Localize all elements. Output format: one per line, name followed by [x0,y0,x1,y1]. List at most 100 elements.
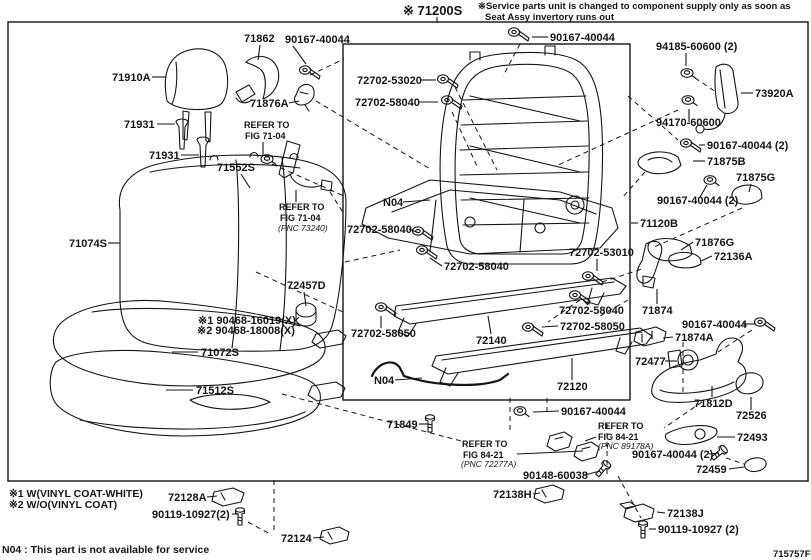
part-label-90167-40044: 90167-40044 (2) [657,195,739,207]
part-label-90167-40044-leader [292,45,307,65]
part-label-72136A: 72136A [714,251,753,263]
nut-icon [681,95,698,107]
service-note-line2: Seat Assy invertory runs out [485,12,615,23]
screw-icon [679,138,702,153]
part-label-90167-40044: 90167-40044 (2) [707,140,789,152]
line-art [49,45,767,545]
screw-icon [753,317,776,332]
part-label-71876A: 71876A [250,98,289,110]
part-label-71552S: 71552S [217,162,255,174]
refer-note: FIG 84-21 [463,450,504,460]
bracket-71874A-drawing [633,326,667,347]
cover-72124-drawing [319,526,350,545]
seatback-frame-drawing [439,45,604,265]
part-label-72128A: 72128A [168,492,207,504]
part-label-71849: 71849 [387,419,418,431]
nut-icon [513,406,530,418]
part-label-72138H-leader [532,492,541,495]
screw-icon [415,245,438,260]
part-label-71862-leader [257,44,261,61]
part-label-72702-58050: 72702-58050 [560,321,625,333]
part-label-90119-10927: 90119-10927(2) [152,509,230,521]
part-label-71875G: 71875G [736,172,775,184]
part-label-72140-leader [487,315,492,335]
diagram-borders [7,21,809,482]
part-label-71874A-leader [662,336,674,339]
service-unit-box [342,43,631,401]
part-label-72138J-leader [656,511,666,514]
part-label-73920A: 73920A [755,88,794,100]
footnote-vinyl-1: ※1 W(VINYL COAT-WHITE) [9,488,143,500]
bracket-72136A-drawing [668,251,702,269]
refer-note: REFER TO [279,202,324,212]
outer-border [7,21,809,482]
screw-icon [436,74,459,89]
part-label-72702-53020: 72702-53020 [357,75,422,87]
part-label-71552S-leader [240,173,251,189]
footnote-90468-16019: ※1 90468-16019(X) [198,315,296,327]
part-label-72702-58040: 72702-58040 [355,97,420,109]
bolt-icon [424,414,436,433]
refer-note-leader [516,450,584,455]
part-label-94170-60600: 94170-60600 [656,117,721,129]
nut-icon [703,175,720,187]
service-note-line1: ※Service parts unit is changed to compon… [478,1,791,12]
part-label-72138J: 72138J [667,508,704,520]
shield-72526-drawing [735,372,764,395]
part-label-72702-58050: 72702-58050 [351,328,416,340]
refer-note: FIG 84-21 [598,432,639,442]
refer-note-leader [584,436,597,442]
screw-icon [374,302,397,317]
screw-icon [581,271,604,286]
part-label-N04-leader [394,377,423,381]
footnote-90468-18008: ※2 90468-18008(X) [197,325,295,337]
seat-rail-drawing [393,277,653,387]
screw-icon [298,65,321,80]
cover-72138H-drawing [533,484,565,504]
part-label-72702-53010: 72702-53010 [569,247,634,259]
part-label-71862: 71862 [244,33,275,45]
part-label-71120B: 71120B [640,218,678,230]
part-label-71876G-leader [680,241,694,251]
part-label-72702-58050-leader [541,325,559,328]
part-label-90167-40044-leader [708,452,720,455]
part-label-71512S: 71512S [196,385,234,397]
cover-72138J-drawing [619,501,655,523]
part-label-90167-40044: 90167-40044 [561,406,627,418]
shield-71812D-drawing [651,337,747,403]
belt-anchor-drawing [546,431,573,452]
construction-lines [247,43,753,536]
bracket-71875B-drawing [637,151,682,175]
part-label-72124-leader [312,536,325,539]
screw-icon [568,290,591,305]
screw-icon [521,322,544,337]
service-availability-note: N04 : This part is not available for ser… [2,544,209,556]
grommet-icon [295,302,317,327]
seatback-cushion-drawing [118,151,347,352]
part-label-72702-58040-leader [580,297,589,306]
refer-note: FIG 71-04 [280,213,321,223]
screw-icon [440,95,463,110]
part-label-72702-58040-leader [408,228,420,234]
part-label-90148-60038: 90148-60038 [523,470,588,482]
headrest-drawing [164,48,229,143]
part-label-71875G-leader [748,183,752,193]
footnote-90468-16019-leader [293,316,300,323]
part-label-72140: 72140 [476,335,507,347]
cover-72128A-drawing [211,487,245,507]
part-label-71072S: 71072S [201,347,239,359]
seat-cushion-frame-drawing [49,349,346,437]
part-label-72702-58040: 72702-58040 [444,261,509,273]
part-label-71074S: 71074S [69,238,107,250]
diagram-code: 715757F [773,549,811,560]
part-label-71931: 71931 [124,119,155,131]
part-label-72457D-leader [303,291,307,307]
part-label-72124: 72124 [281,533,312,545]
part-label-90167-40044-leader [699,184,708,198]
screw-icon [507,27,530,42]
part-label-72120: 72120 [557,381,588,393]
cap-72459-drawing [744,457,767,473]
part-label-90167-40044: 90167-40044 [682,319,748,331]
